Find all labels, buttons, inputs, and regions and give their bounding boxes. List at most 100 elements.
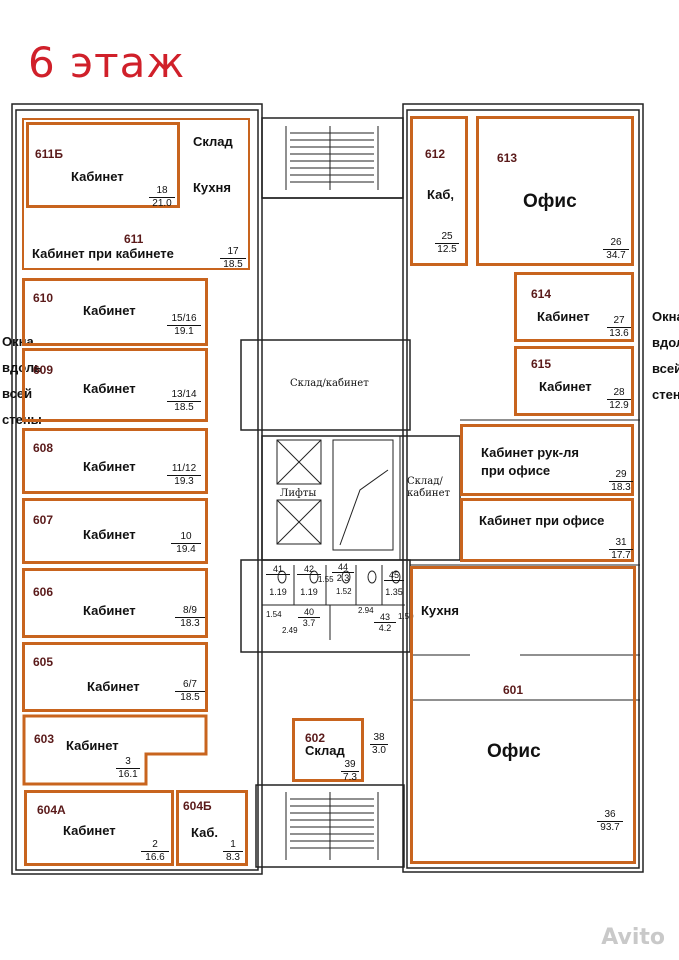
room-sklad-top: Склад: [193, 134, 233, 149]
room-number: 614: [531, 287, 552, 301]
room-name: Кабинет: [87, 679, 140, 694]
room-name: Каб.: [191, 825, 218, 840]
floor-title: 6 этаж: [28, 38, 186, 87]
room-area-value: 16.6: [145, 852, 165, 863]
avito-watermark: Avito: [601, 925, 665, 950]
room-area-value: 12.9: [609, 400, 629, 411]
wc-area: 1.19: [269, 587, 287, 597]
room-number: 606: [33, 585, 54, 599]
wc-dimension: 2.49: [282, 626, 298, 635]
room-name: Кабинет при кабинете: [32, 246, 174, 261]
room-area-value: 21.0: [152, 198, 172, 209]
room-index: 28: [607, 387, 631, 400]
room-number: 604Б: [183, 799, 212, 813]
wc-area: 3.7: [302, 618, 316, 628]
room-name: Кабинет: [83, 527, 136, 542]
room-number: 604А: [37, 803, 66, 817]
core-storage-mid-1: Склад/: [407, 476, 443, 487]
room-index: 1: [223, 839, 243, 852]
room-area-value: 8.3: [226, 852, 240, 863]
room-name: Кабинет: [83, 603, 136, 618]
wc-dimension: 1.50: [398, 612, 414, 621]
room-area-value: 18.3: [611, 482, 631, 493]
core-storage-top: Склад/кабинет: [290, 378, 369, 389]
room-index: 38: [370, 732, 388, 745]
wc-index: 45: [384, 570, 404, 581]
wc-dimension: 1.55: [318, 575, 334, 584]
room-number: 615: [531, 357, 552, 371]
room-index: 13/14: [167, 389, 201, 402]
room-area-value: 16.1: [118, 769, 138, 780]
room-number: 607: [33, 513, 54, 527]
room-area-value: 18.5: [174, 402, 194, 413]
room-index: 27: [607, 315, 631, 328]
room-number: 609: [33, 363, 54, 377]
room-area-value: 18.3: [180, 618, 200, 629]
room-name: Кабинет: [539, 379, 592, 394]
wc-index: 41: [266, 564, 290, 575]
wc-area: 1.35: [385, 587, 403, 597]
room-area-value: 34.7: [606, 250, 626, 261]
wc-dimension: 1.54: [266, 610, 282, 619]
room-index: 25: [435, 231, 459, 244]
room-index: 29: [609, 469, 633, 482]
room-area-value: 17.7: [611, 550, 631, 561]
room-number: 603: [34, 732, 55, 746]
room-index: 26: [603, 237, 629, 250]
room-number: 601: [503, 683, 524, 697]
room-index: 15/16: [167, 313, 201, 326]
room-kuhnya-top: Кухня: [193, 180, 231, 195]
wc-index: 42: [297, 564, 321, 575]
room-index: 8/9: [175, 605, 205, 618]
room-name: Кабинет рук-ля: [481, 445, 579, 460]
room-number: 611: [124, 232, 144, 246]
room-area-value: 7.3: [343, 772, 357, 783]
room-index: 17: [220, 246, 246, 259]
room-area-value: 19.1: [174, 326, 194, 337]
room-name: Кабинет: [63, 823, 116, 838]
wc-index: 43: [374, 612, 396, 623]
room-index: 36: [597, 809, 623, 822]
room-index: 6/7: [175, 679, 205, 692]
room-name: Офис: [523, 191, 577, 212]
room-number: 610: [33, 291, 54, 305]
room-number: 608: [33, 441, 54, 455]
